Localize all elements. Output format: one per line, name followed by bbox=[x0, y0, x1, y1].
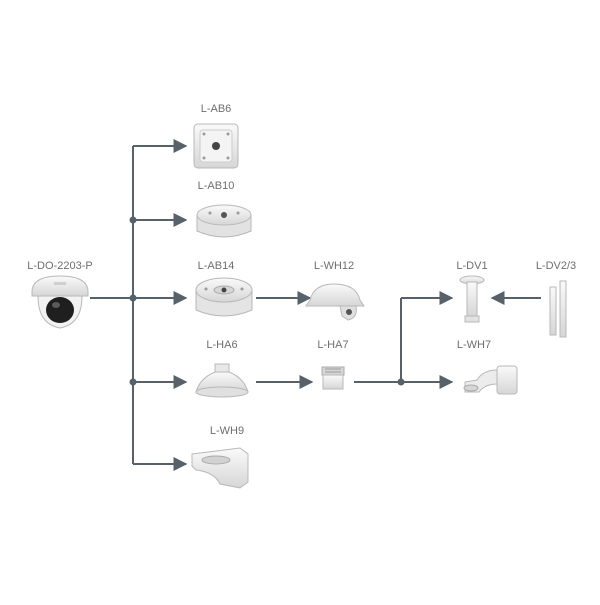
pendant-adapter-icon bbox=[195, 363, 249, 398]
junction-dots bbox=[129, 216, 405, 386]
camera-label: L-DO-2203-P bbox=[27, 260, 92, 272]
square-junction-box-icon bbox=[193, 123, 239, 169]
label-ab6: L-AB6 bbox=[201, 103, 232, 115]
label-ha6: L-HA6 bbox=[206, 339, 237, 351]
label-dv23: L-DV2/3 bbox=[536, 260, 576, 272]
label-wh9: L-WH9 bbox=[210, 425, 244, 437]
round-junction-box-large-icon bbox=[195, 277, 253, 317]
label-dv1: L-DV1 bbox=[456, 260, 487, 272]
label-ab10: L-AB10 bbox=[198, 180, 235, 192]
wall-mount-bracket-icon bbox=[463, 365, 518, 395]
junction-dot bbox=[129, 294, 137, 302]
extension-pole-icon bbox=[549, 280, 567, 338]
ceiling-pole-mount-icon bbox=[459, 275, 485, 323]
round-junction-box-icon bbox=[196, 204, 252, 238]
label-ha7: L-HA7 bbox=[317, 339, 348, 351]
junction-dot bbox=[129, 216, 137, 224]
junction-dot bbox=[129, 378, 137, 386]
label-wh12: L-WH12 bbox=[314, 260, 354, 272]
rain-shield-icon bbox=[305, 283, 365, 321]
wall-bracket-icon bbox=[191, 447, 249, 489]
label-ab14: L-AB14 bbox=[198, 260, 235, 272]
junction-dot bbox=[397, 378, 405, 386]
threaded-adapter-icon bbox=[321, 366, 345, 390]
dome-camera-icon bbox=[31, 275, 89, 329]
connector-lines bbox=[90, 139, 541, 471]
label-wh7: L-WH7 bbox=[457, 339, 491, 351]
